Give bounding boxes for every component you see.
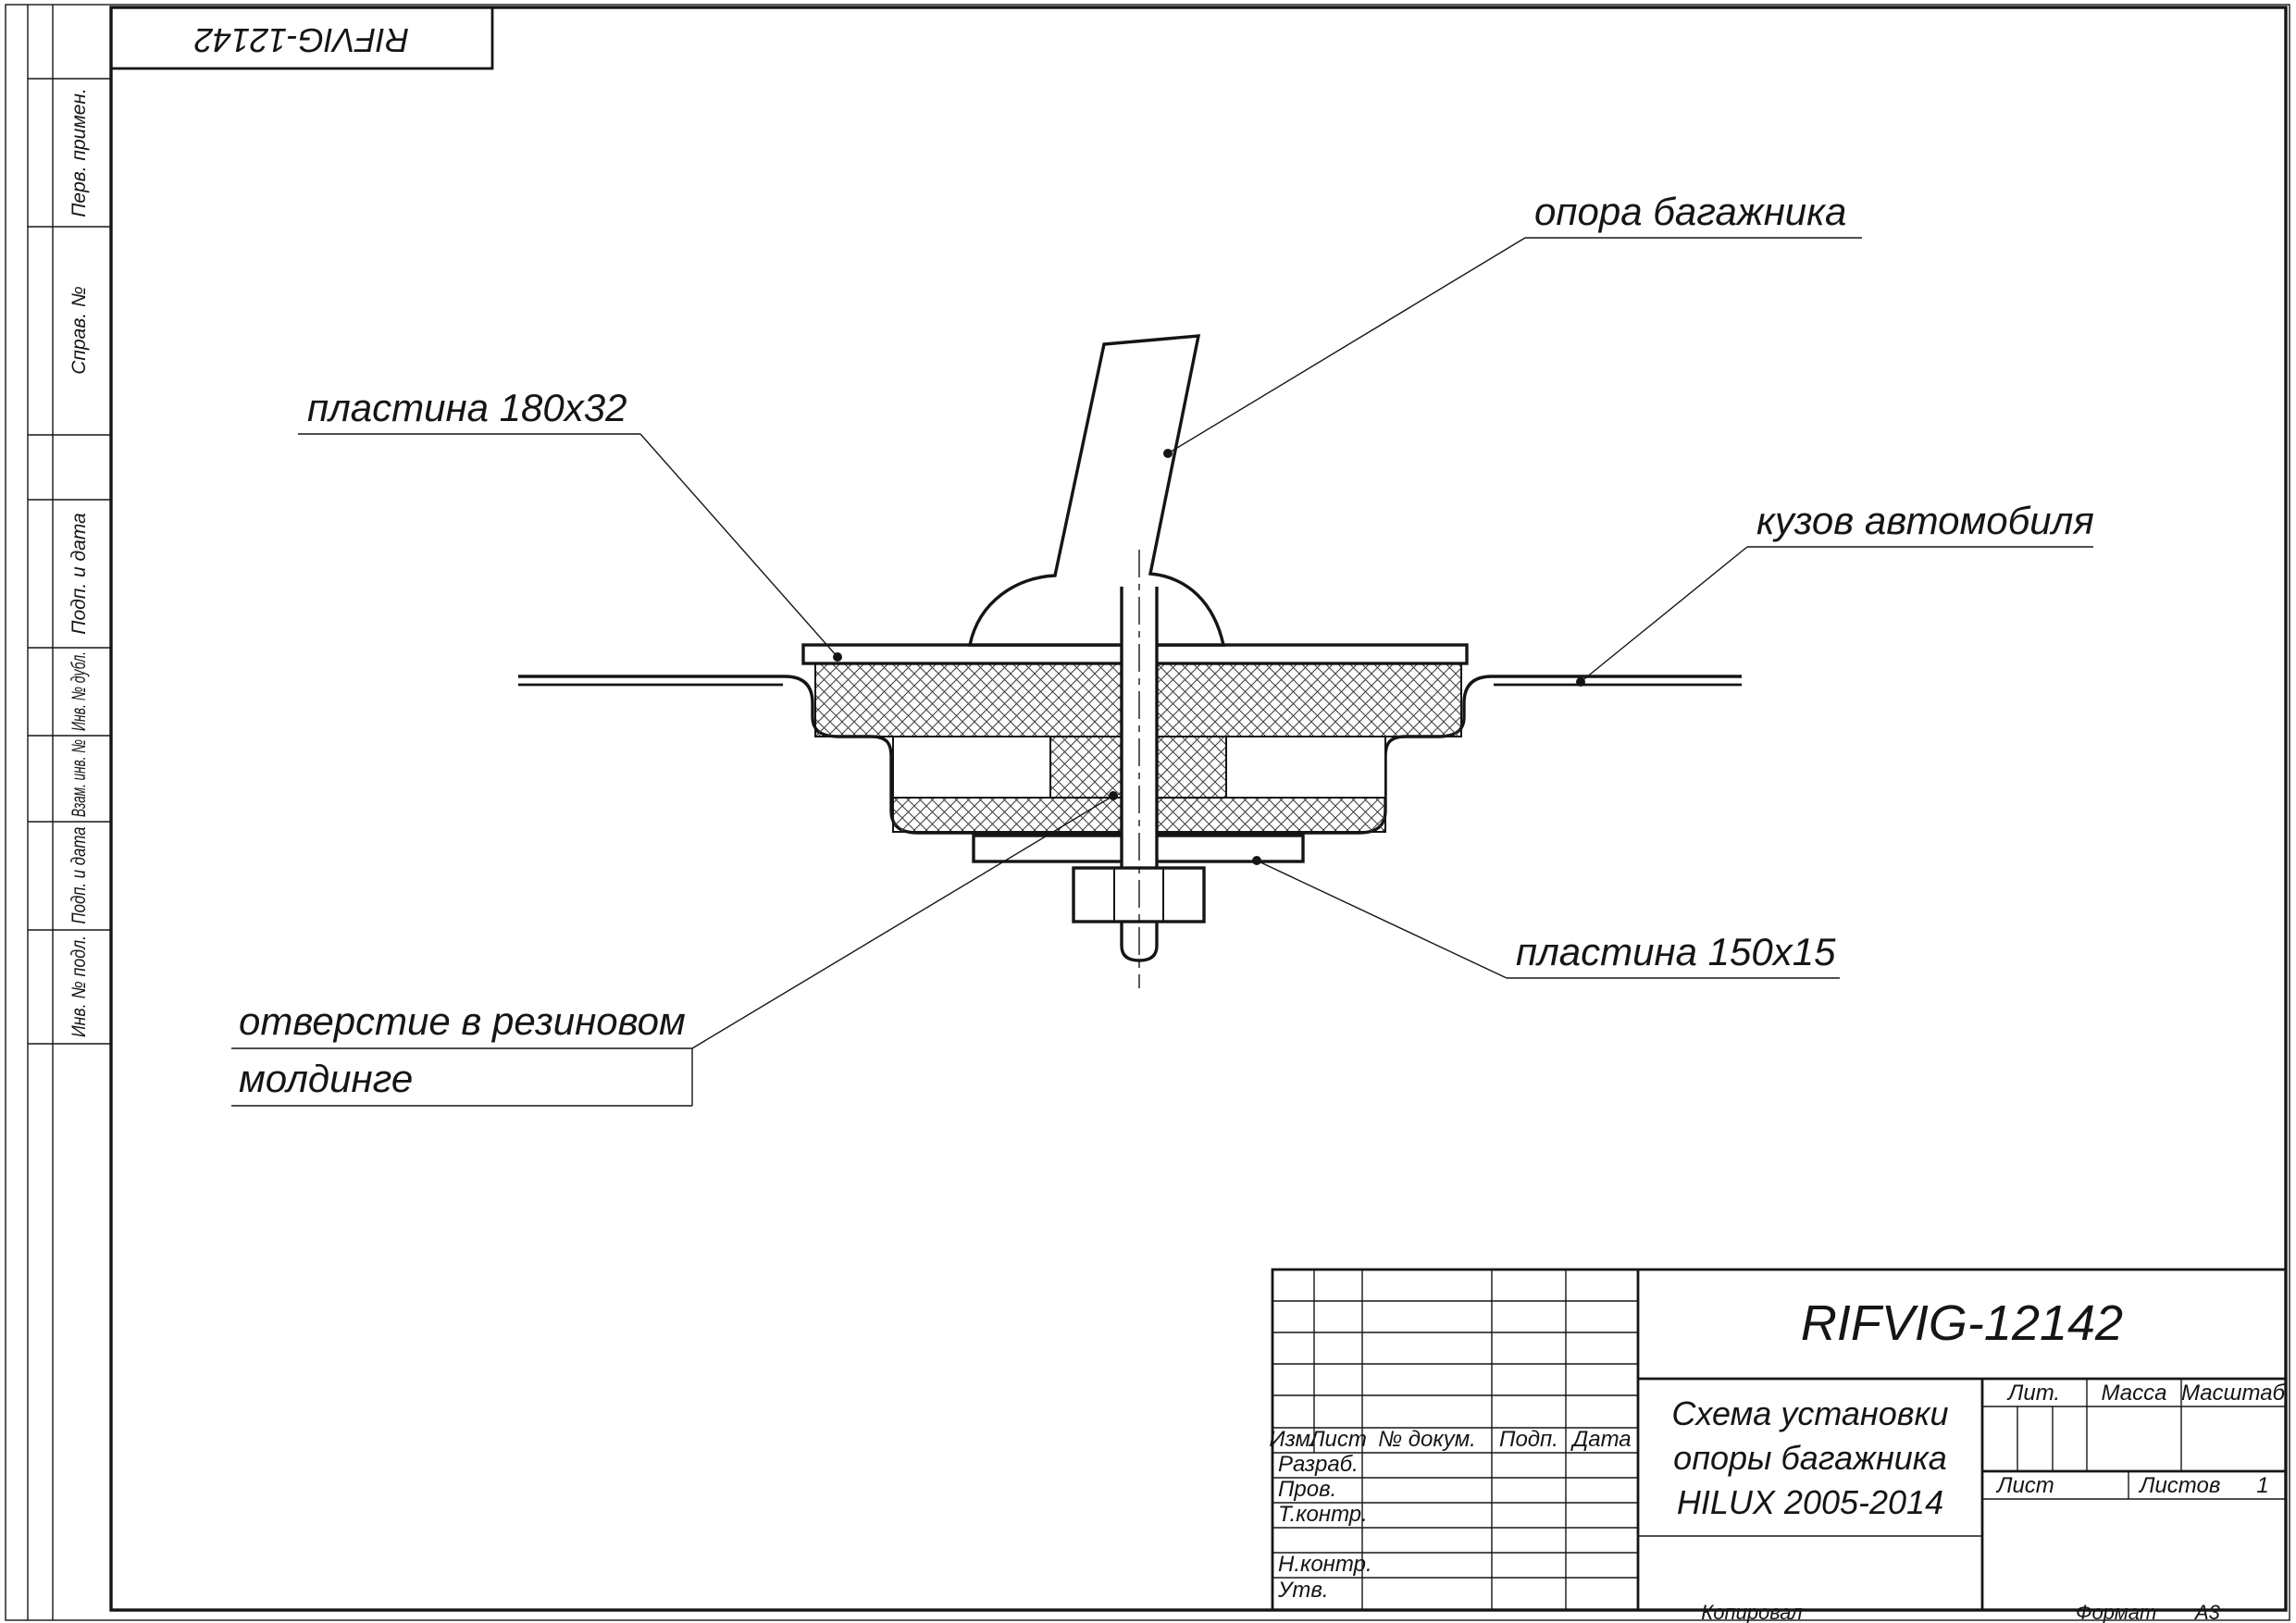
col-podp: Подп. [1499,1427,1558,1452]
cross-section [518,334,1742,988]
callouts: опора багажника пластина 180х32 кузов ав… [231,190,2094,1107]
support-tube [967,334,1226,647]
top-reference-box [109,6,494,70]
row-utv: Утв. [1277,1578,1329,1603]
sheets-value: 1 [2256,1473,2268,1498]
side-label-perv-primen: Перв. примен. [68,88,90,217]
col-list: Лист [1308,1427,1367,1452]
kopiroval-label: Копировал [1701,1601,1802,1623]
callout-car-body-leader [1580,546,1748,683]
callout-support-leader [1167,237,1526,454]
callout-top-plate-leader [639,433,838,658]
molding-hole-right [1225,736,1386,799]
side-label-inv-dubl: Инв. № дубл. [68,651,90,731]
leader-dot [1163,449,1173,458]
row-nkontr: Н.контр. [1278,1552,1372,1577]
drawing-name-line2: опоры багажника [1673,1439,1947,1477]
side-label-vzam-inv: Взам. инв. № [68,739,90,817]
leader-dot [833,652,842,662]
lit-label: Лит. [2006,1381,2060,1406]
col-dokum: № докум. [1378,1427,1476,1452]
sheet-frame: RIFVIG-12142 [5,4,2290,1621]
title-block: Изм. Лист № докум. Подп. Дата Разраб. Пр… [1269,1268,2288,1623]
callout-bottom-plate-label: пластина 150х15 [1516,930,1836,973]
scale-label: Масштаб [2181,1381,2287,1406]
row-prov: Пров. [1278,1477,1336,1502]
callout-top-plate-label: пластина 180х32 [307,386,627,429]
leader-dot [1252,856,1261,865]
callout-hole-label-line2: молдинге [239,1057,413,1100]
callout-support-label: опора багажника [1534,190,1846,233]
top-reference-code: RIFVIG-12142 [194,21,409,59]
side-label-podp-data-1: Подп. и дата [68,513,90,634]
side-label-sprav-no: Справ. № [68,286,90,374]
drawing-name-line3: HILUX 2005-2014 [1677,1483,1943,1521]
callout-hole-leader [691,795,1114,1049]
leader-dot [1576,677,1585,687]
outer-border [5,4,2290,1621]
row-razrab: Разраб. [1278,1452,1359,1477]
callout-bottom-plate-leader [1256,860,1508,979]
side-label-podp-data-2: Подп. и дата [68,827,90,924]
main-frame [109,6,2288,1612]
side-label-inv-podl: Инв. № подл. [68,935,90,1037]
callout-hole-label-line1: отверстие в резиновом [239,999,686,1043]
mass-label: Масса [2102,1381,2167,1406]
sheets-label: Листов [2138,1473,2220,1498]
format-label: Формат [2076,1601,2156,1623]
col-data: Дата [1570,1427,1631,1452]
format-value: А3 [2193,1601,2221,1623]
col-izm: Изм. [1269,1427,1316,1452]
molding-hole-left [892,736,1051,799]
title-block-border [1271,1268,2288,1612]
sheet-label: Лист [1995,1473,2054,1498]
drawing-name-line1: Схема установки [1671,1394,1948,1432]
doc-number: RIFVIG-12142 [1801,1295,2123,1351]
row-tkontr: Т.контр. [1278,1502,1368,1527]
leader-dot [1109,791,1118,800]
callout-car-body-label: кузов автомобиля [1756,499,2094,542]
side-column: Перв. примен. Справ. № Подп. и дата Инв.… [68,88,90,1037]
